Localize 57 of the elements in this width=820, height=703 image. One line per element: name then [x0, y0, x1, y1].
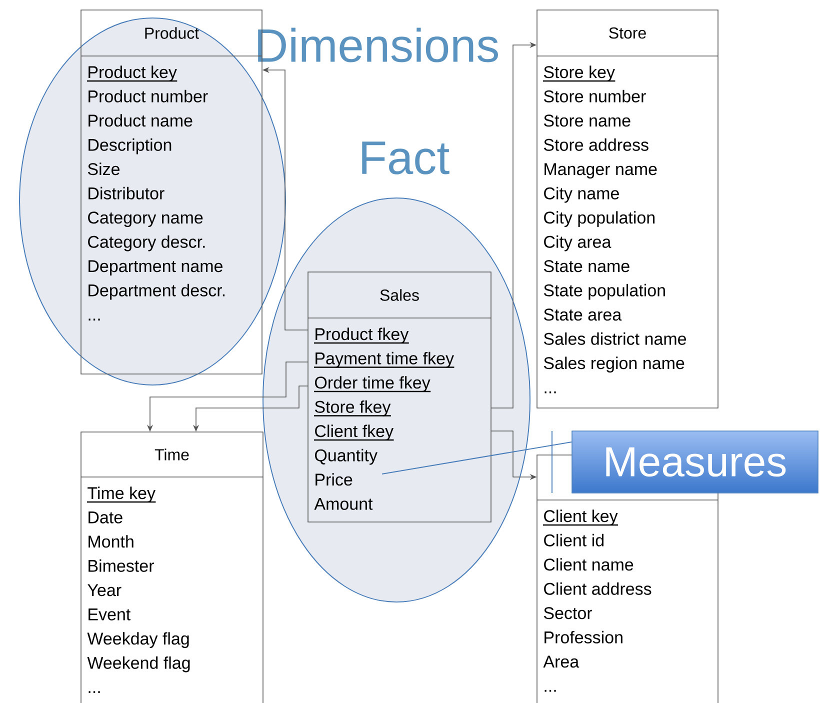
table-title: Sales: [380, 289, 419, 301]
key-field: Product fkey: [314, 328, 409, 344]
heading-text: Fact: [362, 142, 450, 174]
field-name: Client id: [544, 534, 604, 546]
field-name: Distributor: [88, 186, 164, 200]
table-title: Time: [154, 448, 189, 460]
field-name: Date: [88, 512, 122, 524]
field-name: City population: [544, 211, 655, 228]
field-name: Client name: [544, 558, 634, 571]
field-name: Sales district name: [544, 332, 686, 345]
field-name: Department name: [88, 260, 222, 276]
field-name: Manager name: [544, 163, 657, 179]
field-name: State name: [544, 260, 630, 272]
leader-line: [382, 442, 572, 474]
key-field: Client fkey: [314, 424, 394, 441]
field-name: Description: [88, 138, 172, 154]
table-title: Product: [145, 27, 199, 39]
field-name: ...: [88, 318, 100, 320]
field-name: Profession: [544, 630, 622, 644]
key-field: Order time fkey: [314, 376, 431, 392]
field-name: Size: [88, 162, 120, 176]
field-name: ...: [544, 690, 556, 692]
field-name: Weekend flag: [87, 656, 190, 672]
field-name: Bimester: [88, 559, 154, 572]
field-name: Month: [88, 535, 134, 548]
key-field: Store fkey: [314, 400, 391, 416]
key-field: Client key: [543, 510, 618, 526]
key-field: Product key: [87, 66, 178, 82]
field-name: Category descr.: [88, 235, 205, 252]
field-name: City name: [544, 186, 619, 203]
key-field: Payment time fkey: [314, 352, 454, 368]
field-name: Year: [88, 584, 122, 596]
field-name: Sales region name: [544, 356, 684, 373]
field-name: State area: [544, 308, 622, 321]
key-field: Store key: [543, 66, 616, 82]
field-name: Area: [543, 656, 580, 668]
field-name: Product name: [88, 114, 192, 127]
field-name: Price: [316, 473, 352, 486]
field-name: Weekday flag: [87, 632, 189, 648]
field-name: Store number: [544, 90, 646, 102]
field-name: Store address: [544, 138, 648, 151]
field-name: ...: [544, 391, 556, 394]
field-name: Store name: [544, 114, 630, 127]
field-name: Amount: [314, 498, 373, 510]
field-name: Department descr.: [88, 284, 225, 300]
field-name: Event: [88, 608, 131, 620]
field-name: Product number: [88, 90, 208, 102]
field-name: Client address: [544, 582, 652, 595]
field-name: City area: [544, 235, 612, 252]
field-name: State population: [544, 284, 665, 300]
field-name: Quantity: [315, 448, 378, 465]
field-name: Sector: [544, 607, 592, 620]
callout-box: Measures: [572, 430, 818, 494]
table-title: Store: [609, 27, 646, 39]
field-name: ...: [88, 691, 100, 693]
key-field: Time key: [87, 486, 156, 503]
field-name: Category name: [88, 212, 203, 228]
